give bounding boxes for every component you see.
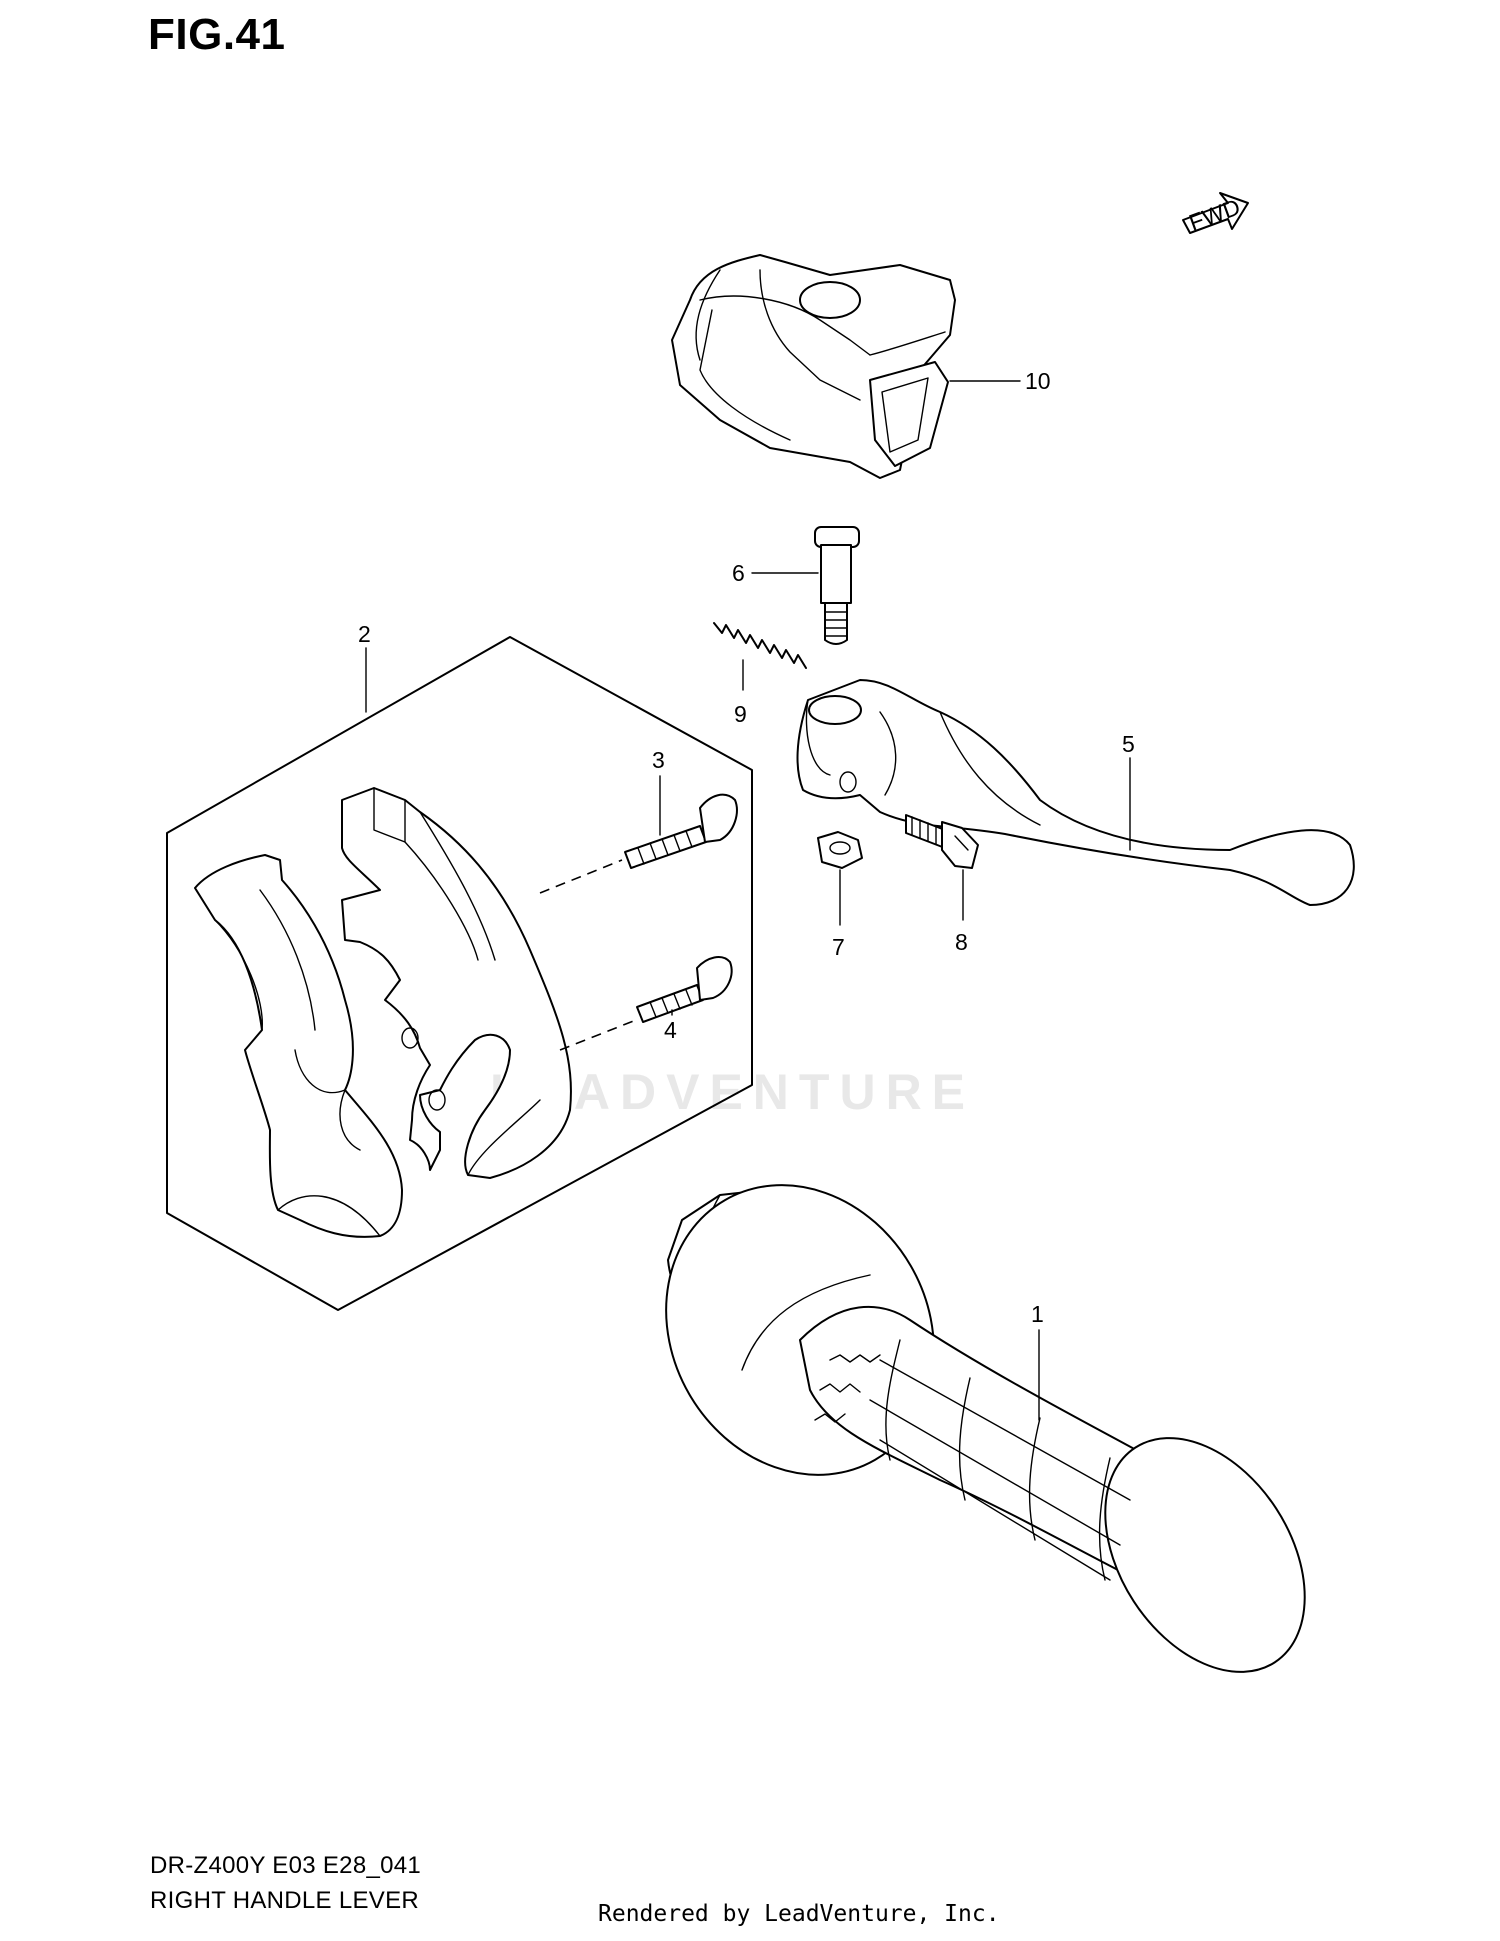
callout-6: 6 bbox=[732, 560, 745, 586]
part-5-brake-lever[interactable] bbox=[796, 679, 1355, 906]
callout-2: 2 bbox=[358, 621, 371, 647]
callout-9: 9 bbox=[734, 701, 747, 727]
part-9-spring[interactable] bbox=[713, 622, 807, 669]
model-code-caption: DR-Z400Y E03 E28_041 bbox=[150, 1852, 422, 1879]
forward-arrow-icon: FWD bbox=[1182, 192, 1249, 236]
fwd-label: FWD bbox=[1185, 193, 1243, 235]
part-7-nut[interactable] bbox=[817, 831, 863, 869]
callout-10: 10 bbox=[1025, 368, 1051, 394]
part-2-switch-housing-set[interactable] bbox=[166, 636, 753, 1311]
callout-4: 4 bbox=[664, 1017, 677, 1043]
part-3-screw[interactable] bbox=[624, 793, 738, 869]
callout-8: 8 bbox=[955, 929, 968, 955]
callout-1: 1 bbox=[1031, 1301, 1044, 1327]
part-8-adjuster-bolt[interactable] bbox=[905, 814, 979, 869]
callout-7: 7 bbox=[832, 934, 845, 960]
callout-5: 5 bbox=[1122, 731, 1135, 757]
rendered-by-credit: Rendered by LeadVenture, Inc. bbox=[598, 1901, 1000, 1927]
figure-title: FIG.41 bbox=[148, 10, 286, 59]
callout-3: 3 bbox=[652, 747, 665, 773]
part-1-throttle-grip[interactable] bbox=[614, 1136, 1346, 1709]
part-4-screw[interactable] bbox=[636, 956, 733, 1023]
part-10-lever-cover[interactable] bbox=[671, 254, 956, 479]
part-6-pivot-bolt[interactable] bbox=[814, 526, 860, 645]
section-name-caption: RIGHT HANDLE LEVER bbox=[150, 1887, 420, 1914]
